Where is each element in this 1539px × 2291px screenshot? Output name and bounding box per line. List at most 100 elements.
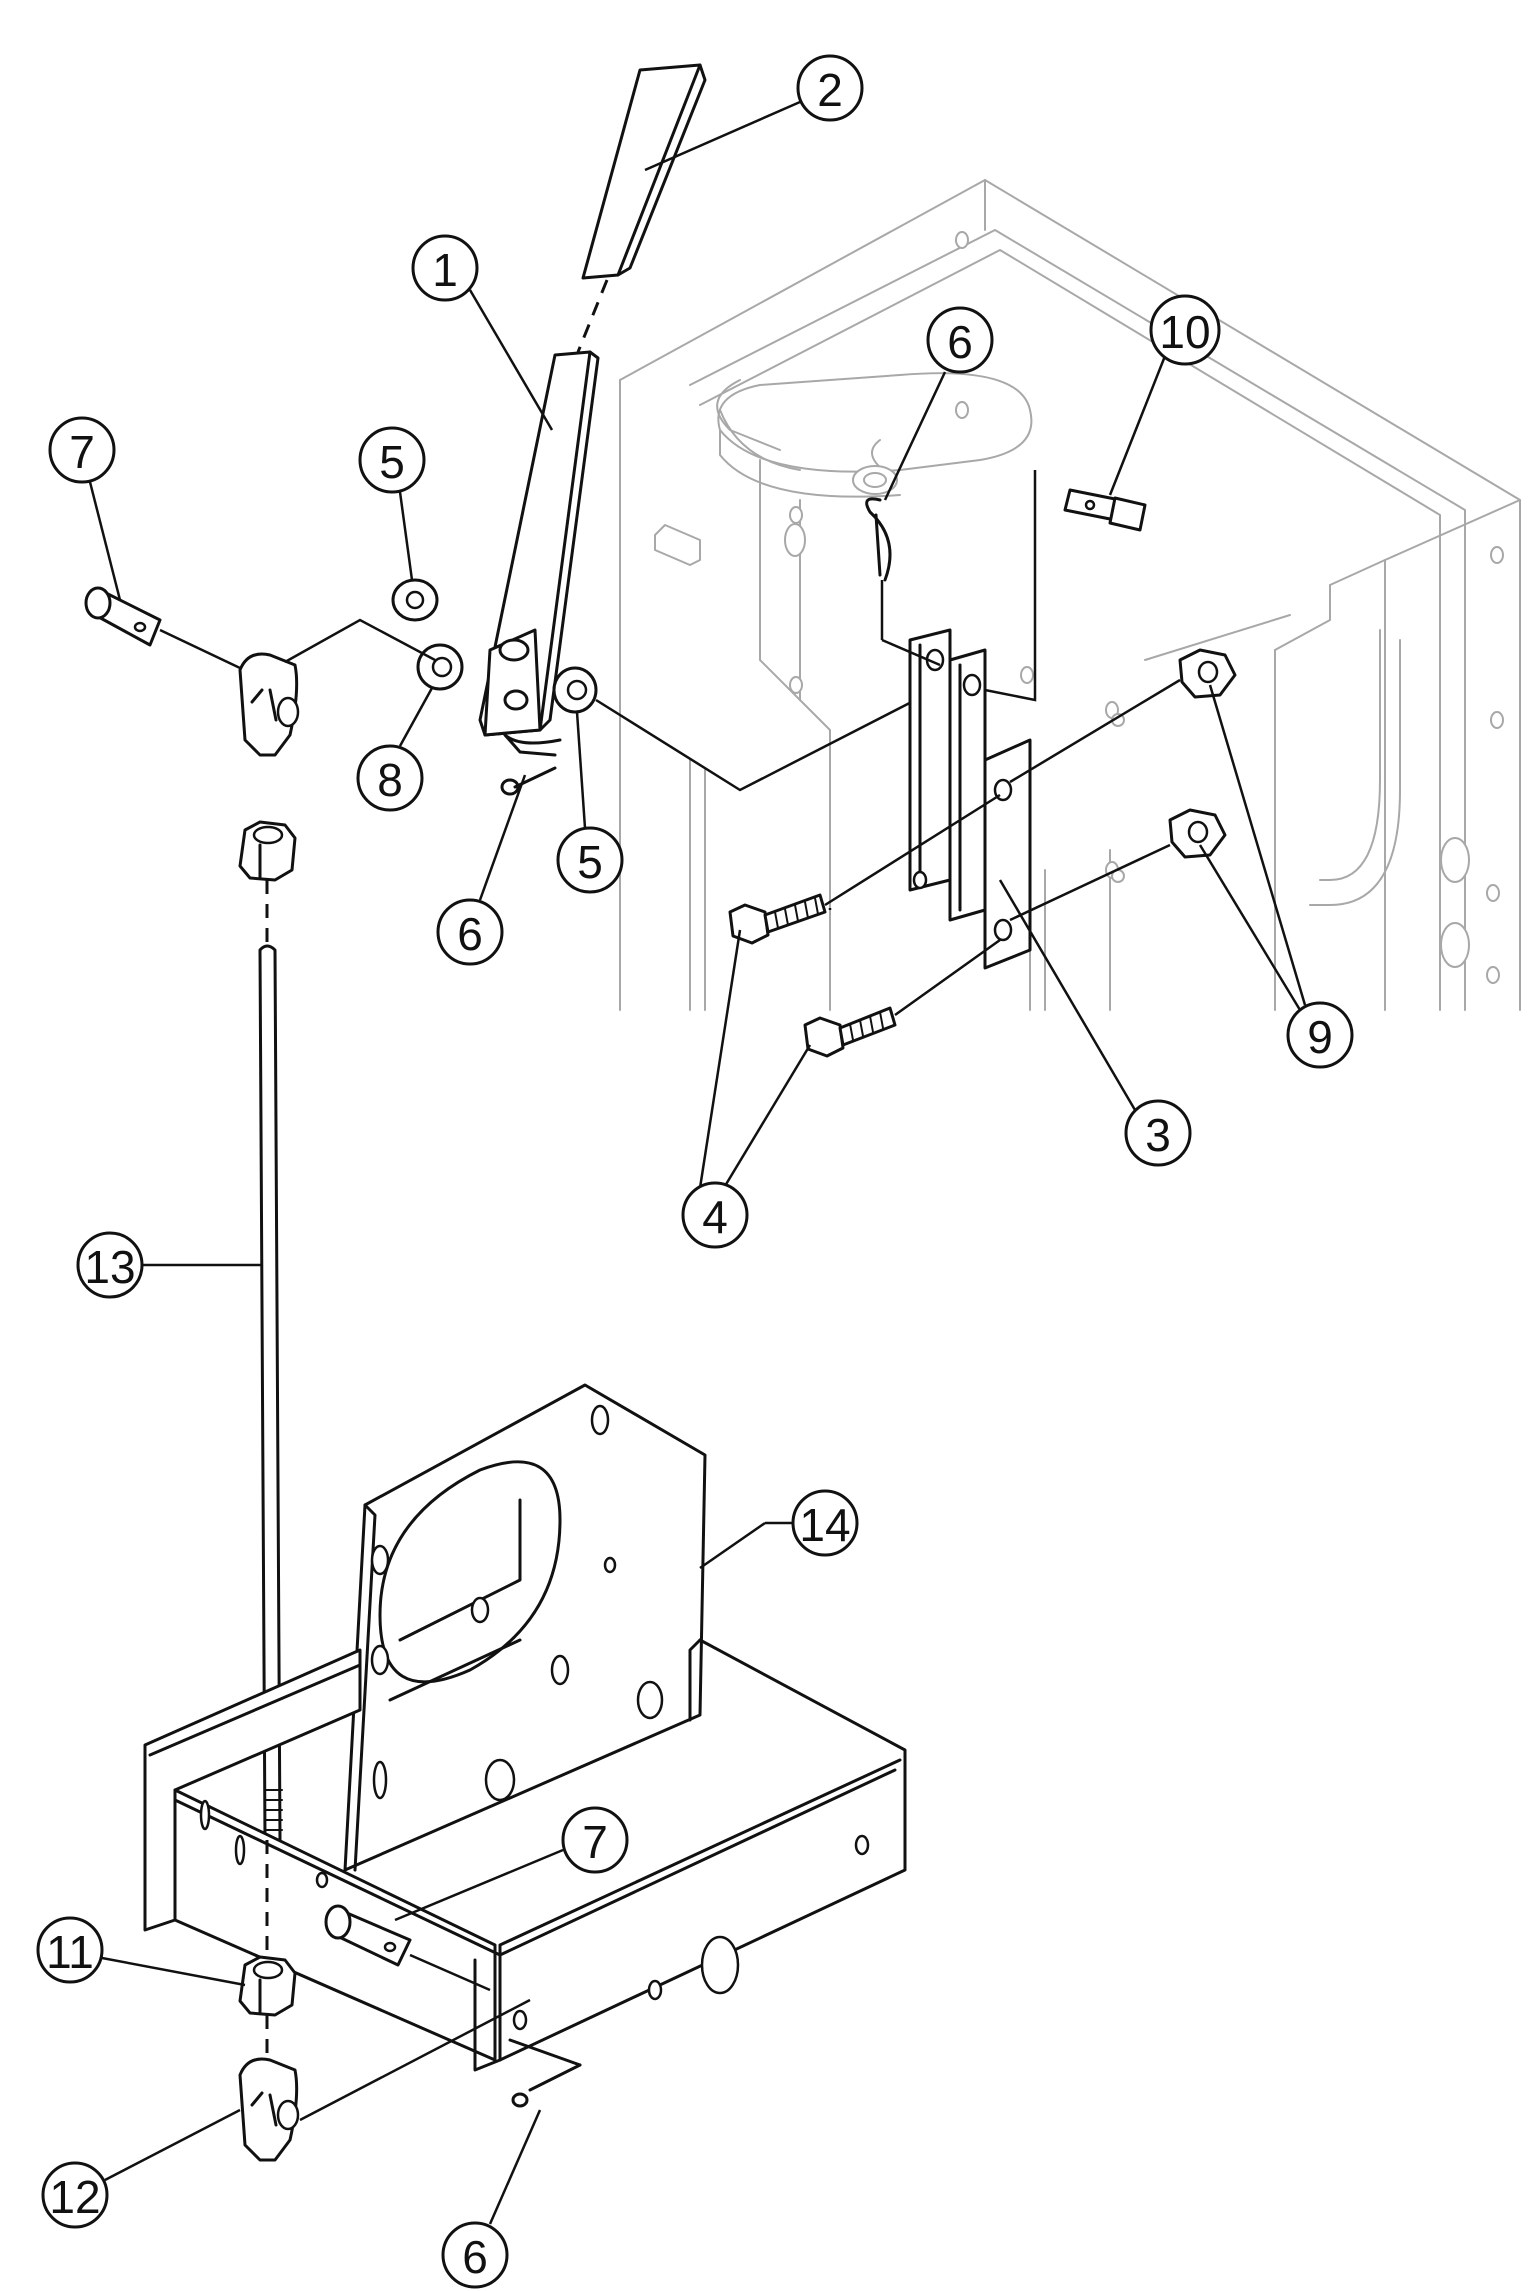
callout-leader-line <box>101 1956 246 1987</box>
callout-leader-line <box>88 481 122 601</box>
part-6-cotter-pin-left <box>500 733 562 796</box>
callout-5: 5 <box>358 426 426 581</box>
callout-13: 13 <box>76 1231 262 1299</box>
callout-9: 9 <box>1198 684 1354 1069</box>
callout-circle <box>1286 1001 1354 1069</box>
callout-leader-line <box>644 100 801 172</box>
callout-number: 7 <box>582 1816 608 1868</box>
assembly-line <box>1009 843 1171 922</box>
callout-number: 10 <box>1159 306 1210 358</box>
callout-leader-line <box>398 687 434 747</box>
callout-circle <box>1124 1099 1192 1167</box>
callout-14: 14 <box>699 1489 859 1570</box>
callout-6: 6 <box>883 306 994 501</box>
callout-circle <box>681 1181 749 1249</box>
part-1-lever <box>478 350 600 737</box>
part-14-mounting-plate <box>343 1383 707 1872</box>
callout-number: 4 <box>702 1191 728 1243</box>
callout-leader-line <box>575 711 587 829</box>
callout-leader-line <box>478 774 527 901</box>
callout-leader-line <box>883 371 947 501</box>
callout-number: 3 <box>1145 1109 1171 1161</box>
part-8-washer <box>416 643 464 691</box>
part-hex-nut-upper <box>238 820 297 882</box>
callout-3: 3 <box>998 879 1192 1167</box>
callout-number: 5 <box>379 436 405 488</box>
callout-1: 1 <box>411 234 554 431</box>
callout-leader-line <box>398 491 414 581</box>
assembly-line <box>409 1953 491 1992</box>
part-6-cotter-pin-right <box>865 497 941 667</box>
part-11-hex-nut-lower <box>238 1955 297 2017</box>
callout-circle <box>436 898 504 966</box>
callout-5: 5 <box>556 711 624 894</box>
callout-leader-line <box>104 2108 241 2182</box>
callout-number: 5 <box>577 836 603 888</box>
assembly-line <box>1009 678 1181 784</box>
callout-circle <box>356 744 424 812</box>
callout-7: 7 <box>48 416 122 601</box>
callout-circle <box>791 1489 859 1557</box>
callout-8: 8 <box>356 687 434 812</box>
callout-number: 12 <box>49 2171 100 2223</box>
callout-number: 11 <box>46 1926 94 1978</box>
callout-circle <box>411 234 479 302</box>
part-4-bolt-lower <box>803 1006 897 1058</box>
callout-12: 12 <box>41 2108 241 2229</box>
part-5-washer-upper <box>391 578 439 622</box>
callout-circle <box>556 826 624 894</box>
callout-leader-line <box>698 929 742 1189</box>
callout-leader-line <box>998 879 1137 1111</box>
callout-circle <box>796 54 864 122</box>
callout-circle <box>561 1806 629 1874</box>
callout-leader-line <box>1198 844 1302 1011</box>
callout-circle <box>1149 294 1221 366</box>
callout-leader-line <box>488 2109 542 2225</box>
callout-circle <box>441 2221 509 2289</box>
assembly-line <box>824 793 1001 910</box>
assembly-line <box>284 618 436 664</box>
callout-number: 14 <box>799 1499 850 1551</box>
callout-circle <box>358 426 426 494</box>
callout-leader-line <box>699 1521 766 1570</box>
assembly-line <box>595 688 936 792</box>
callout-11: 11 <box>36 1916 246 1987</box>
callout-number: 1 <box>432 244 458 296</box>
callout-leader-line <box>1208 684 1307 1006</box>
callout-number: 8 <box>377 754 403 806</box>
part-9-flange-nut-lower <box>1168 808 1227 859</box>
assembly-line <box>299 1998 531 2122</box>
callout-circle <box>926 306 994 374</box>
assembly-line <box>984 470 1037 702</box>
part-2-handle-grip <box>581 63 707 280</box>
assembly-line <box>894 938 1001 1017</box>
part-5-washer-lower <box>552 666 598 714</box>
callout-2: 2 <box>644 54 864 172</box>
callout-number: 6 <box>947 316 973 368</box>
callout-4: 4 <box>681 929 812 1249</box>
callout-number: 6 <box>462 2231 488 2283</box>
callout-7: 7 <box>394 1806 629 1922</box>
callout-number: 6 <box>457 908 483 960</box>
callout-leader-line <box>394 1848 564 1922</box>
callout-6: 6 <box>441 2109 542 2289</box>
housing-ghost <box>619 179 1521 1011</box>
part-clevis-upper <box>238 652 300 757</box>
callout-circle <box>76 1231 144 1299</box>
part-6-cotter-pin-bottom <box>508 2038 582 2108</box>
assembly-line <box>159 628 241 670</box>
callout-circle <box>36 1916 104 1984</box>
callout-leader-line <box>723 1044 812 1187</box>
callout-number: 9 <box>1307 1011 1333 1063</box>
callout-number: 2 <box>817 64 843 116</box>
callout-circle <box>48 416 116 484</box>
part-4-bolt-upper <box>728 893 827 945</box>
callout-leader-line <box>468 289 554 431</box>
callout-circle <box>41 2161 109 2229</box>
callout-6: 6 <box>436 774 527 966</box>
callout-10: 10 <box>1108 294 1221 496</box>
callout-leader-line <box>1108 355 1167 496</box>
dashed-axis-handle <box>576 279 609 353</box>
